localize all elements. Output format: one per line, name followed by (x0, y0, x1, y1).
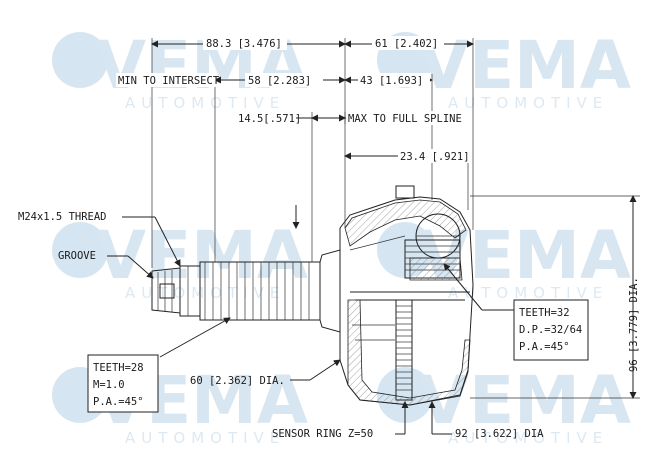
dim-spline-value: 14.5[.571] (238, 113, 301, 125)
dimension-texts: 88.3 [3.476] 61 [2.402] MIN TO INTERSECT… (18, 36, 640, 440)
dim-outer-dia: 92 [3.622] DIA (455, 428, 544, 440)
label-groove: GROOVE (58, 250, 96, 262)
spec-right-dp: D.P.=32/64 (519, 324, 582, 336)
spec-right-teeth: TEETH=32 (519, 307, 570, 319)
shaft-spline (204, 262, 310, 320)
sensor-ring-teeth (396, 305, 412, 391)
dim-spline-label: MAX TO FULL SPLINE (348, 113, 462, 125)
leader-lines (107, 216, 514, 435)
dim-overall-left: 88.3 [3.476] (206, 38, 282, 50)
part-outline (151, 185, 474, 406)
watermark-sub: AUTOMOTIVE (125, 94, 285, 112)
dim-right-intersect: 43 [1.693] (360, 75, 423, 87)
watermark-brand: VEMA (95, 217, 308, 294)
watermark-sub: AUTOMOTIVE (448, 429, 608, 447)
watermark-sub: AUTOMOTIVE (125, 429, 285, 447)
dim-overall-right: 61 [2.402] (375, 38, 438, 50)
dim-min-intersect-value: 58 [2.283] (248, 75, 311, 87)
watermark-sub: AUTOMOTIVE (448, 94, 608, 112)
dim-shaft-dia: 60 [2.362] DIA. (190, 375, 285, 387)
watermark-brand: VEMA (418, 27, 631, 104)
watermark-brand: VEMA (418, 362, 631, 439)
spec-left-teeth: TEETH=28 (93, 362, 144, 374)
watermark-logo-mid-right: VEMA AUTOMOTIVE (377, 217, 631, 302)
label-thread: M24x1.5 THREAD (18, 211, 107, 223)
label-sensor-ring: SENSOR RING Z=50 (272, 428, 373, 440)
watermark-logo-top-right: VEMA AUTOMOTIVE (377, 27, 631, 112)
spec-right-pa: P.A.=45° (519, 341, 570, 353)
watermark-logo-mid-left: VEMA AUTOMOTIVE (52, 217, 308, 302)
spec-left-pa: P.A.=45° (93, 396, 144, 408)
dim-height-dia: 96 [3.779] DIA. (628, 277, 640, 372)
watermark-logo-bottom-right: VEMA AUTOMOTIVE (377, 362, 631, 447)
spec-box-right: TEETH=32 D.P.=32/64 P.A.=45° (513, 299, 589, 361)
watermark-sub: AUTOMOTIVE (448, 284, 608, 302)
dim-inner-width: 23.4 [.921] (400, 151, 470, 163)
spec-left-module: M=1.0 (93, 379, 125, 391)
dim-min-intersect-label: MIN TO INTERSECT (118, 75, 220, 87)
spec-box-left: TEETH=28 M=1.0 P.A.=45° (87, 354, 159, 413)
watermark: VEMA AUTOMOTIVE VEMA AUTOMOTIVE VEMA AUT… (52, 27, 631, 447)
